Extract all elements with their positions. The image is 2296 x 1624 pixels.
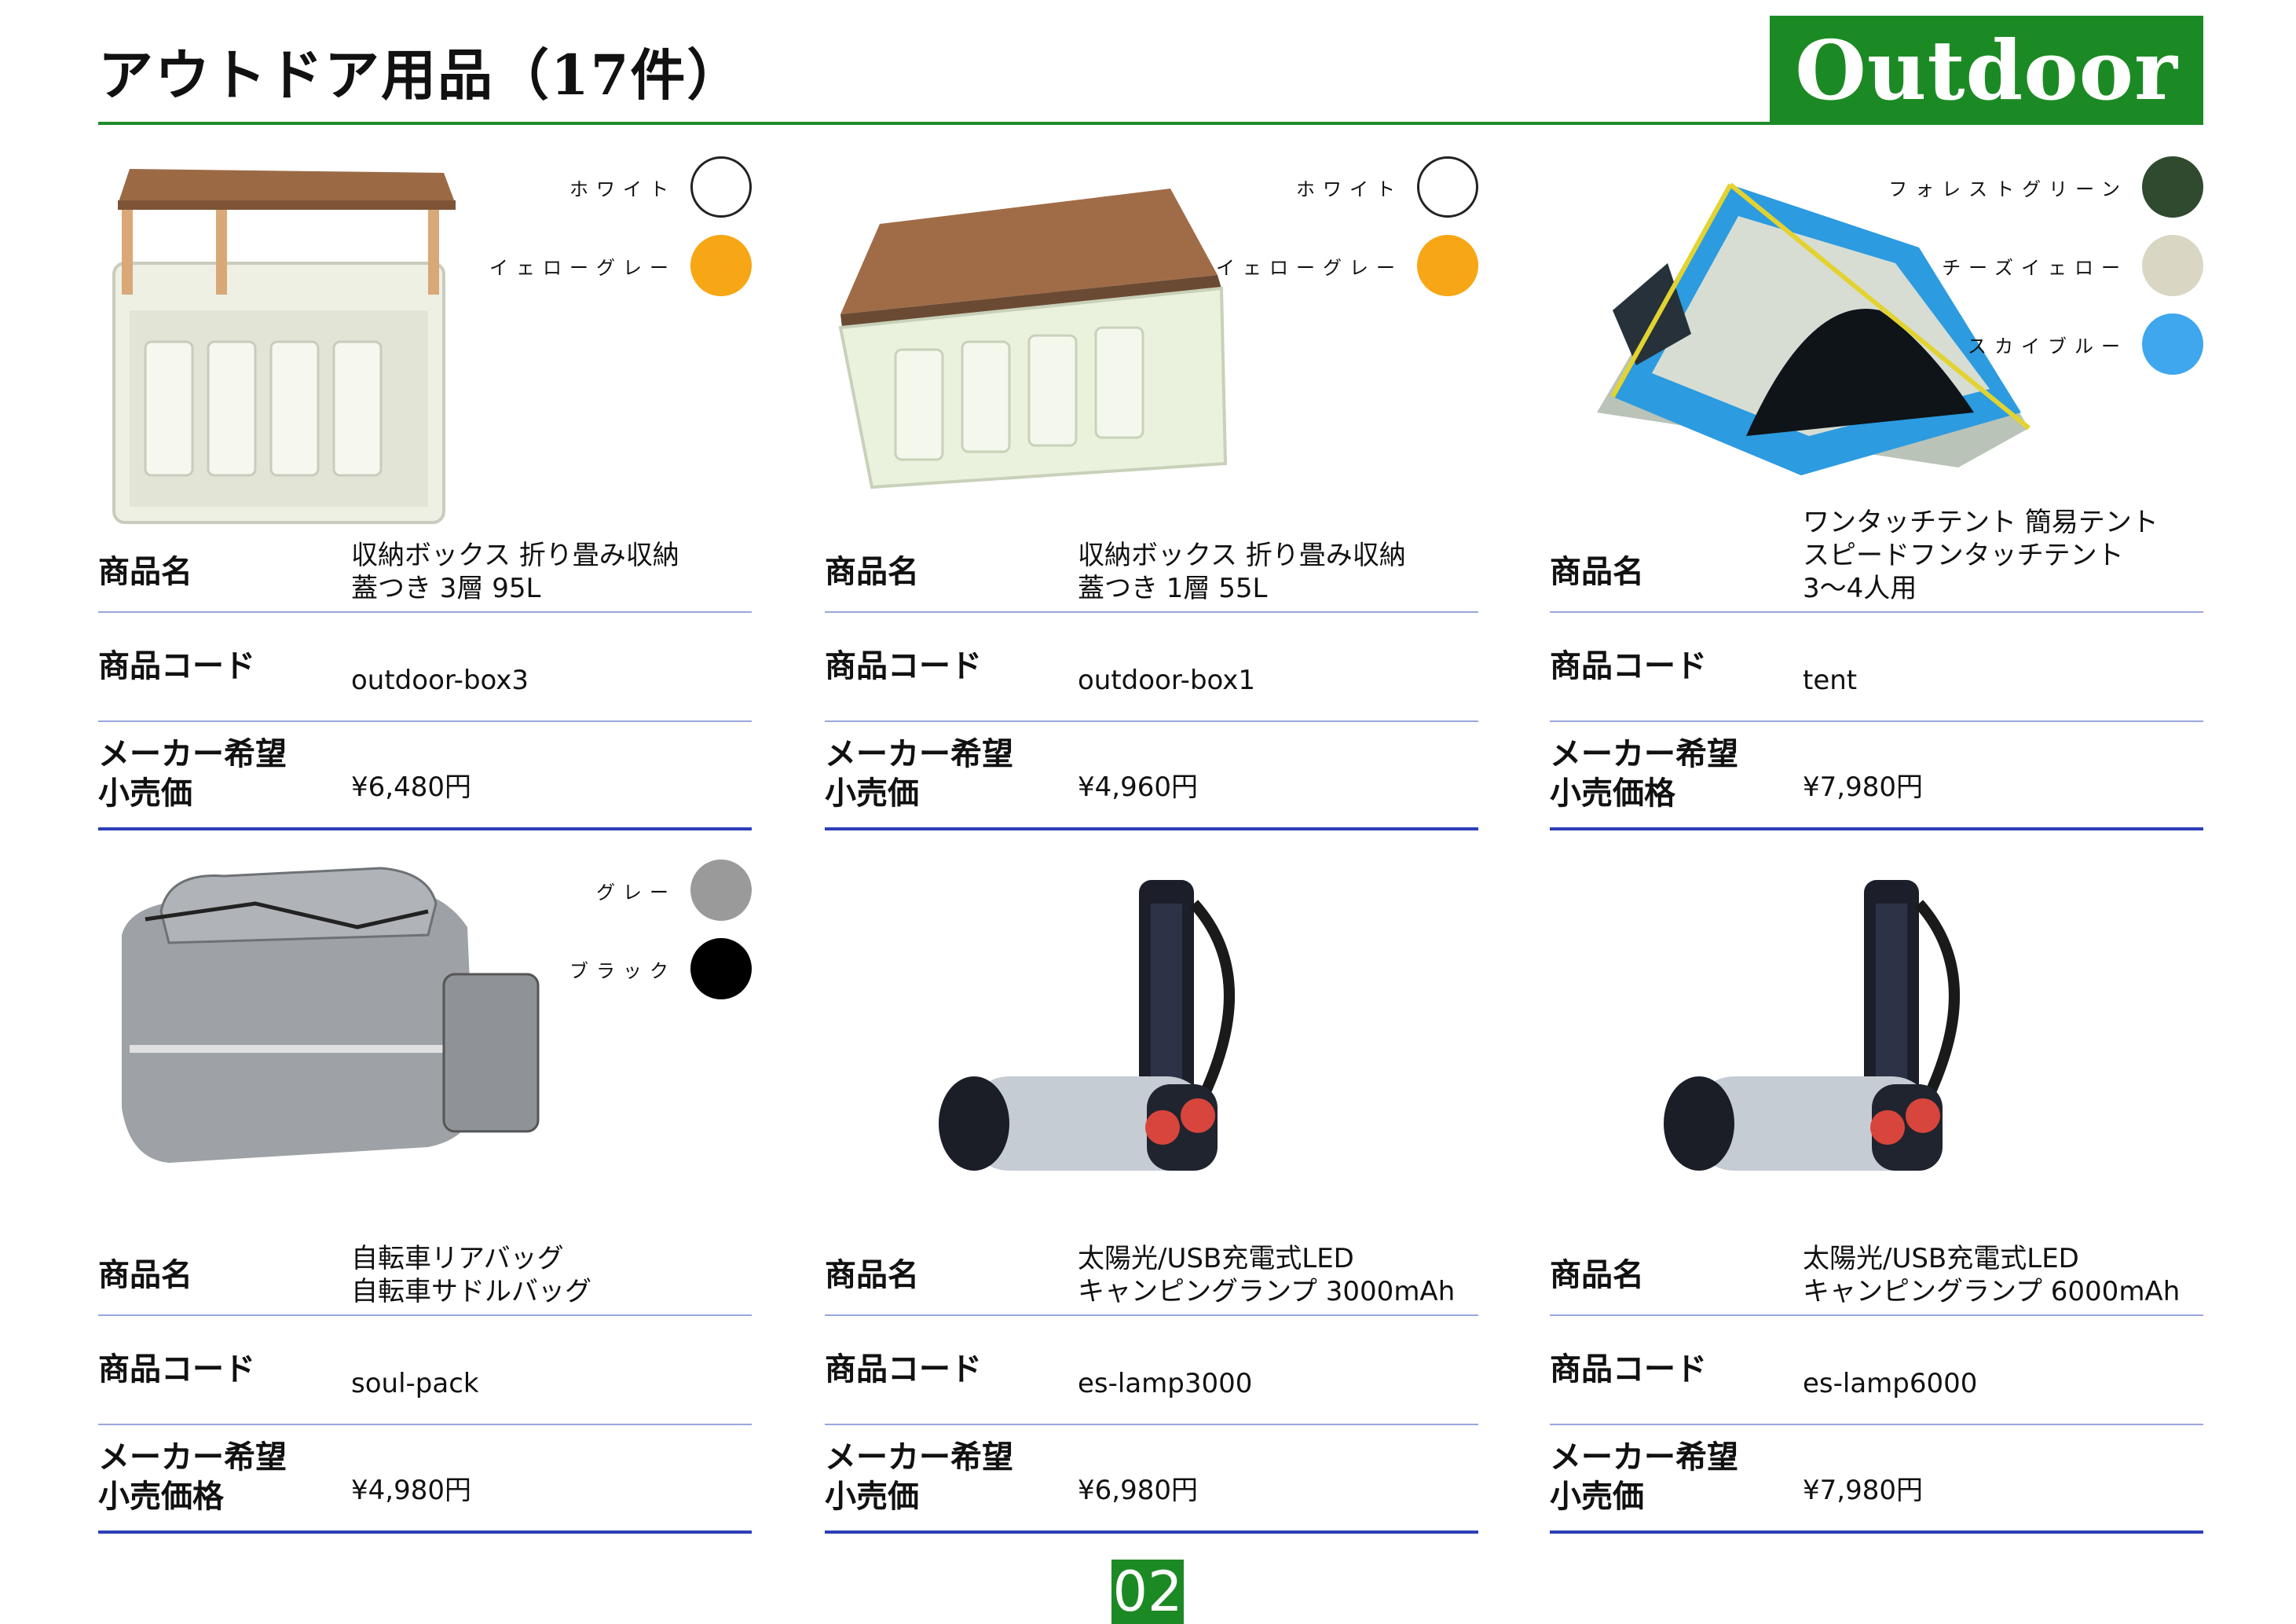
page-number: 02 bbox=[1111, 1560, 1184, 1624]
row-divider bbox=[1550, 720, 2203, 722]
row-divider bbox=[825, 611, 1478, 613]
color-name: ブラック bbox=[569, 959, 676, 982]
row-divider bbox=[98, 1531, 752, 1534]
product-code-value: es-lamp3000 bbox=[1078, 1368, 1253, 1399]
color-swatch bbox=[2142, 235, 2203, 296]
product-code-label: 商品コード bbox=[98, 648, 255, 684]
color-name: ホワイト bbox=[569, 178, 676, 200]
storage-box-1tier-image bbox=[825, 153, 1478, 593]
color-option: スカイブルー bbox=[1968, 313, 2203, 375]
product-price-value: ¥7,980円 bbox=[1803, 772, 1923, 803]
row-divider bbox=[825, 720, 1478, 722]
color-swatch bbox=[690, 156, 752, 218]
color-option: ブラック bbox=[569, 938, 752, 999]
product-price-value: ¥4,960円 bbox=[1078, 772, 1198, 803]
color-swatch bbox=[690, 235, 752, 296]
row-divider bbox=[1550, 611, 2203, 613]
camping-lamp-image bbox=[1550, 856, 2203, 1296]
product-card: フォレストグリーンチーズイェロースカイブルー商品名 ワンタッチテント 簡易テント … bbox=[1550, 153, 2203, 860]
page-title: アウトドア用品（17件） bbox=[98, 42, 744, 108]
row-divider bbox=[825, 1424, 1478, 1425]
color-name: イェローグレー bbox=[489, 256, 676, 279]
product-name-value: ワンタッチテント 簡易テント スピードフンタッチテント 3〜4人用 bbox=[1803, 507, 2159, 604]
product-code-value: soul-pack bbox=[351, 1368, 479, 1399]
row-divider bbox=[98, 827, 752, 830]
color-swatch bbox=[1417, 156, 1478, 218]
row-divider bbox=[98, 720, 752, 722]
product-code-value: tent bbox=[1803, 665, 1858, 696]
product-card: 商品名 太陽光/USB充電式LED キャンピングランプ 3000mAh 商品コード e… bbox=[825, 856, 1478, 1564]
product-card: グレーブラック商品名 自転車リアバッグ 自転車サドルバッグ商品コード soul-pa… bbox=[98, 856, 752, 1564]
row-divider bbox=[98, 1424, 752, 1425]
product-name-label: 商品名 bbox=[98, 1257, 192, 1293]
row-divider bbox=[98, 1314, 752, 1316]
camping-lamp-image bbox=[825, 856, 1478, 1296]
row-divider bbox=[825, 1314, 1478, 1316]
product-price-value: ¥4,980円 bbox=[351, 1475, 471, 1506]
product-price-label: メーカー希望 小売価 bbox=[98, 736, 287, 812]
product-price-label: メーカー希望 小売価 bbox=[1550, 1439, 1738, 1515]
row-divider bbox=[1550, 1314, 2203, 1316]
product-card: ホワイトイェローグレー商品名 収納ボックス 折り畳み収納 蓋つき 1層 55L 商品… bbox=[825, 153, 1478, 860]
row-divider bbox=[825, 827, 1478, 830]
color-name: イェローグレー bbox=[1216, 256, 1403, 279]
tent-image bbox=[1550, 153, 2203, 593]
product-price-value: ¥6,980円 bbox=[1078, 1475, 1198, 1506]
color-name: スカイブルー bbox=[1968, 335, 2128, 357]
product-name-label: 商品名 bbox=[1550, 554, 1644, 590]
product-name-label: 商品名 bbox=[825, 554, 919, 590]
product-name-label: 商品名 bbox=[825, 1257, 919, 1293]
color-swatch bbox=[2142, 156, 2203, 218]
color-option: ホワイト bbox=[1296, 156, 1478, 218]
product-code-value: outdoor-box1 bbox=[1078, 665, 1256, 696]
row-divider bbox=[825, 1531, 1478, 1534]
color-option: グレー bbox=[596, 860, 752, 921]
color-swatch bbox=[690, 938, 752, 999]
color-option: ホワイト bbox=[569, 156, 752, 218]
product-code-label: 商品コード bbox=[98, 1351, 255, 1388]
product-name-value: 自転車リアバッグ 自転車サドルバッグ bbox=[351, 1243, 591, 1307]
product-code-label: 商品コード bbox=[1550, 1351, 1707, 1388]
color-option: チーズイェロー bbox=[1942, 235, 2203, 296]
bike-bag-image bbox=[98, 856, 752, 1296]
product-price-label: メーカー希望 小売価格 bbox=[98, 1439, 287, 1515]
product-price-value: ¥6,480円 bbox=[351, 772, 471, 803]
product-price-label: メーカー希望 小売価 bbox=[825, 736, 1013, 812]
color-option: イェローグレー bbox=[1216, 235, 1478, 296]
product-name-value: 収納ボックス 折り畳み収納 蓋つき 1層 55L bbox=[1078, 540, 1406, 604]
storage-box-3tier-image bbox=[98, 153, 752, 593]
product-code-label: 商品コード bbox=[825, 1351, 982, 1388]
product-code-value: es-lamp6000 bbox=[1803, 1368, 1978, 1399]
product-card: ホワイトイェローグレー商品名 収納ボックス 折り畳み収納 蓋つき 3層 95L 商品… bbox=[98, 153, 752, 860]
title-rule bbox=[98, 122, 2203, 125]
product-price-value: ¥7,980円 bbox=[1803, 1475, 1923, 1506]
product-name-label: 商品名 bbox=[1550, 1257, 1644, 1293]
color-name: フォレストグリーン bbox=[1888, 178, 2128, 200]
product-name-value: 太陽光/USB充電式LED キャンピングランプ 6000mAh bbox=[1803, 1243, 2181, 1307]
product-name-value: 太陽光/USB充電式LED キャンピングランプ 3000mAh bbox=[1078, 1243, 1456, 1307]
row-divider bbox=[1550, 1531, 2203, 1534]
product-price-label: メーカー希望 小売価格 bbox=[1550, 736, 1738, 812]
product-name-label: 商品名 bbox=[98, 554, 192, 590]
color-swatch bbox=[2142, 313, 2203, 375]
color-name: チーズイェロー bbox=[1942, 256, 2128, 279]
color-swatch bbox=[1417, 235, 1478, 296]
product-card: 商品名 太陽光/USB充電式LED キャンピングランプ 6000mAh 商品コード e… bbox=[1550, 856, 2203, 1564]
color-option: イェローグレー bbox=[489, 235, 752, 296]
row-divider bbox=[1550, 1424, 2203, 1425]
product-price-label: メーカー希望 小売価 bbox=[825, 1439, 1013, 1515]
product-code-label: 商品コード bbox=[825, 648, 982, 684]
brand-badge: Outdoor bbox=[1770, 16, 2203, 124]
product-code-value: outdoor-box3 bbox=[351, 665, 529, 696]
color-swatch bbox=[690, 860, 752, 921]
color-option: フォレストグリーン bbox=[1888, 156, 2203, 218]
color-name: グレー bbox=[596, 881, 676, 904]
row-divider bbox=[98, 611, 752, 613]
row-divider bbox=[1550, 827, 2203, 830]
color-name: ホワイト bbox=[1296, 178, 1403, 200]
product-code-label: 商品コード bbox=[1550, 648, 1707, 684]
product-name-value: 収納ボックス 折り畳み収納 蓋つき 3層 95L bbox=[351, 540, 679, 604]
